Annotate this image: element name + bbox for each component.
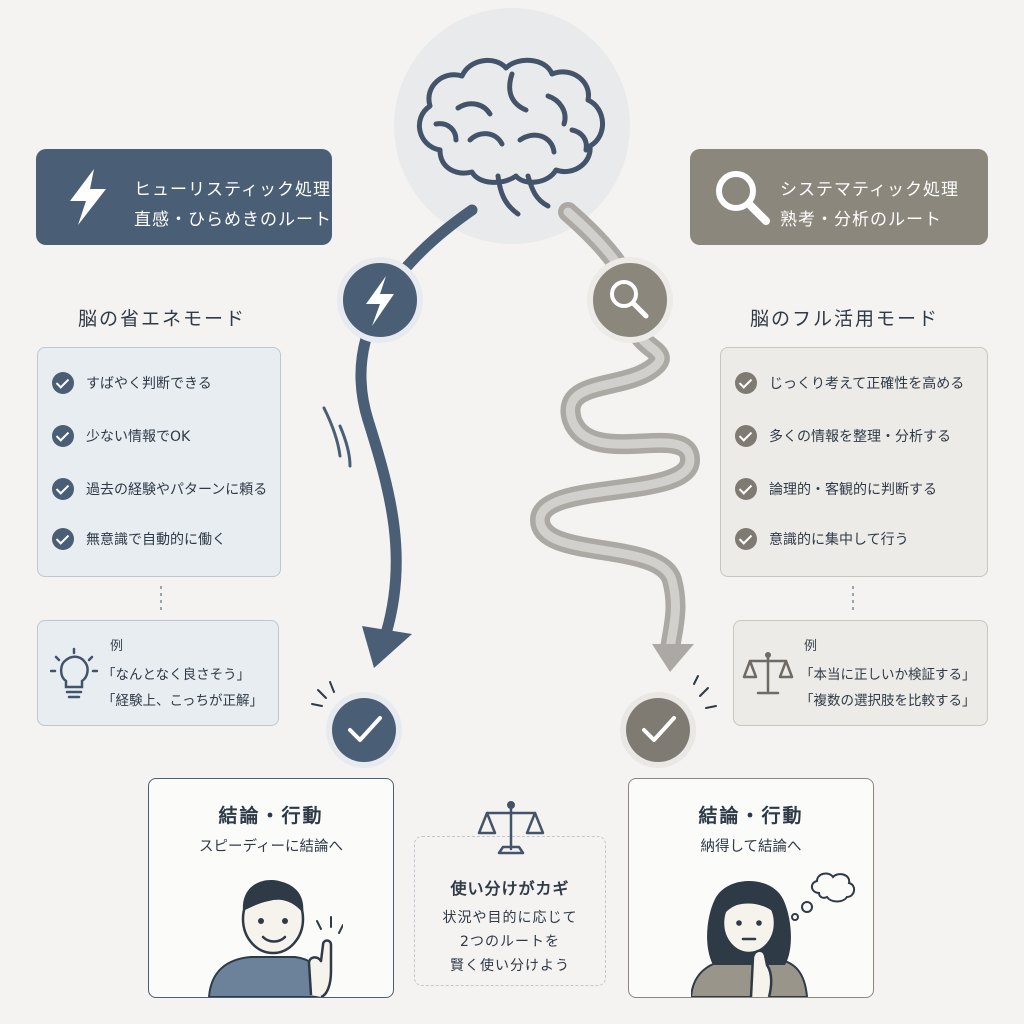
systematic-result-card: 結論・行動 納得して結論へ [628, 778, 874, 998]
scale-icon [742, 652, 794, 695]
result-subtitle: スピーディーに結論へ [199, 839, 343, 855]
person-pointing-icon [207, 880, 343, 997]
heuristic-route-arrow [322, 204, 478, 668]
left-check-node [311, 681, 402, 768]
scale-icon [477, 801, 545, 855]
example-quote: 「経験上、こっちが正解」 [102, 693, 264, 709]
heuristic-title: ヒューリスティック処理 [134, 180, 331, 200]
systematic-subtitle: 熟考・分析のルート [780, 210, 942, 230]
lightning-icon [70, 169, 106, 225]
list-item: すばやく判断できる [52, 370, 212, 396]
check-icon [52, 372, 74, 394]
right-check-node [620, 675, 717, 768]
heuristic-example: 例 「なんとなく良さそう」 「経験上、こっちが正解」 [37, 620, 279, 726]
example-label: 例 [804, 639, 818, 654]
result-title: 結論・行動 [218, 805, 324, 827]
magnifier-icon [716, 171, 770, 225]
systematic-header: システマティック処理 熟考・分析のルート [690, 149, 988, 245]
dotted-connector [160, 586, 162, 614]
list-item: 多くの情報を整理・分析する [735, 423, 951, 449]
list-item: じっくり考えて正確性を高める [735, 370, 964, 396]
dotted-connector [852, 586, 854, 614]
check-icon [735, 372, 757, 394]
example-quote: 「本当に正しいか検証する」 [800, 667, 976, 683]
list-item: 論理的・客観的に判断する [735, 476, 937, 502]
systematic-example: 例 「本当に正しいか検証する」 「複数の選択肢を比較する」 [733, 620, 988, 726]
example-quote: 「なんとなく良さそう」 [102, 667, 251, 683]
left-mode-title: 脳の省エネモード [78, 308, 247, 330]
magnifier-node [587, 257, 673, 343]
example-label: 例 [110, 639, 124, 654]
list-item: 少ない情報でOK [52, 423, 190, 449]
check-icon [52, 425, 74, 447]
list-item: 無意識で自動的に働く [52, 526, 226, 552]
systematic-checklist: じっくり考えて正確性を高める 多くの情報を整理・分析する 論理的・客観的に判断す… [720, 347, 988, 577]
check-icon [735, 478, 757, 500]
heuristic-subtitle: 直感・ひらめきのルート [134, 210, 332, 230]
brain-icon [394, 8, 630, 244]
result-subtitle: 納得して結論へ [700, 839, 802, 855]
key-box: 使い分けがカギ 状況や目的に応じて 2つのルートを 賢く使い分けよう [414, 801, 606, 986]
key-line: 2つのルートを [460, 934, 560, 950]
check-icon [735, 528, 757, 550]
key-line: 状況や目的に応じて [442, 910, 578, 926]
systematic-title: システマティック処理 [780, 180, 959, 200]
heuristic-checklist: すばやく判断できる 少ない情報でOK 過去の経験やパターンに頼る 無意識で自動的… [37, 347, 281, 577]
lightbulb-icon [50, 647, 98, 699]
check-icon [52, 478, 74, 500]
check-icon [52, 528, 74, 550]
heuristic-header: ヒューリスティック処理 直感・ひらめきのルート [36, 149, 332, 245]
list-item: 意識的に集中して行う [735, 526, 909, 552]
heuristic-result-card: 結論・行動 スピーディーに結論へ [148, 778, 394, 998]
lightning-node [337, 257, 423, 343]
key-title: 使い分けがカギ [450, 879, 570, 898]
check-icon [735, 425, 757, 447]
example-quote: 「複数の選択肢を比較する」 [800, 693, 976, 709]
list-item: 過去の経験やパターンに頼る [52, 476, 267, 502]
result-title: 結論・行動 [698, 805, 804, 827]
person-thinking-icon [691, 872, 855, 997]
right-mode-title: 脳のフル活用モード [750, 308, 940, 330]
key-line: 賢く使い分けよう [450, 958, 570, 974]
